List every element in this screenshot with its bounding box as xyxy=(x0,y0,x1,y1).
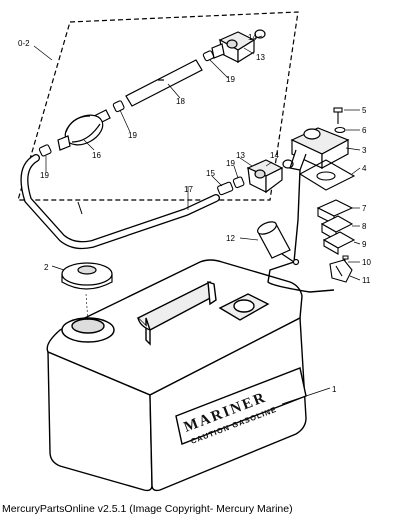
fuel-sender xyxy=(320,215,354,241)
leader-lines xyxy=(33,35,361,405)
o-ring-lower xyxy=(282,159,294,169)
fuel-tank xyxy=(46,259,307,492)
float xyxy=(257,221,300,266)
float-bracket xyxy=(322,231,356,255)
callout-3: 3 xyxy=(362,146,367,155)
fuel-cap xyxy=(61,262,113,290)
callout-19-mid: 19 xyxy=(128,131,137,140)
copyright-caption: MercuryPartsOnline v2.5.1 (Image Copyrig… xyxy=(2,503,293,515)
callout-19-upper: 19 xyxy=(226,75,235,84)
callout-11: 11 xyxy=(362,276,371,285)
callout-17: 17 xyxy=(184,185,193,194)
fuel-filter xyxy=(329,259,353,283)
callout-7: 7 xyxy=(362,204,367,213)
screw xyxy=(333,107,343,124)
callout-19-lower: 19 xyxy=(226,159,235,168)
callout-12: 12 xyxy=(226,234,235,243)
clamp-mid xyxy=(112,100,125,113)
kit-boundary xyxy=(17,11,299,201)
callout-19-left: 19 xyxy=(40,171,49,180)
callout-16: 16 xyxy=(92,151,101,160)
callout-1: 1 xyxy=(332,385,337,394)
callout-10: 10 xyxy=(362,258,371,267)
fuel-connector xyxy=(289,127,350,171)
upper-connector xyxy=(211,31,256,64)
callout-13-upper: 13 xyxy=(256,53,265,62)
callout-0-2: 0-2 xyxy=(18,39,30,48)
primer-bulb xyxy=(57,109,111,151)
callout-6: 6 xyxy=(362,126,367,135)
callout-5: 5 xyxy=(362,106,367,115)
o-ring-upper xyxy=(254,29,266,39)
clamp-lower xyxy=(232,176,245,189)
primer-hose-upper xyxy=(125,59,203,107)
callout-13-lower: 13 xyxy=(236,151,245,160)
clamp-left xyxy=(38,144,52,157)
callout-15: 15 xyxy=(206,169,215,178)
callout-numbers: 0-2 1 2 3 4 5 6 7 8 9 10 11 12 13 14 19 … xyxy=(18,33,371,394)
washer xyxy=(334,126,346,134)
callout-14-upper: 14 xyxy=(248,33,257,42)
gasket xyxy=(298,159,356,191)
clamp-upper xyxy=(202,50,215,62)
lower-connector xyxy=(246,159,284,194)
callout-4: 4 xyxy=(362,164,367,173)
callout-9: 9 xyxy=(362,240,367,249)
pickup-tube xyxy=(267,169,335,293)
callout-14-lower: 14 xyxy=(270,151,279,160)
callout-2: 2 xyxy=(44,263,49,272)
callout-18: 18 xyxy=(176,97,185,106)
callout-8: 8 xyxy=(362,222,367,231)
